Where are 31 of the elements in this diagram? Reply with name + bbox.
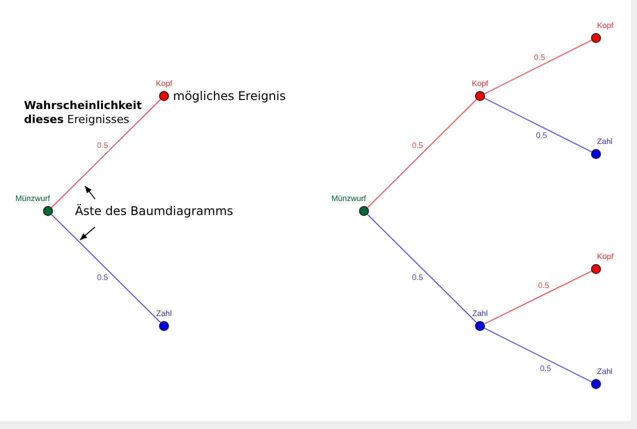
pointer-arrow (84, 186, 96, 200)
branch-line (367, 214, 477, 323)
edge-label: 0.5 (537, 281, 550, 291)
annotation-text: mögliches Ereignis (173, 89, 286, 103)
node-label: Zahl (472, 309, 488, 319)
edge-label: 0.5 (411, 141, 424, 151)
edge-label: 0.5 (535, 131, 548, 141)
node-label: Münzwurf (15, 194, 50, 204)
pointer-arrow (80, 226, 96, 240)
branch-line (51, 214, 161, 323)
node-label: Münzwurf (331, 194, 366, 204)
branch-line (51, 99, 161, 208)
edge-label: 0.5 (96, 141, 110, 151)
node-label: Zahl (596, 367, 613, 377)
edge-label: 0.5 (533, 53, 546, 63)
node-label: Kopf (156, 79, 172, 89)
node-label: Kopf (472, 79, 488, 89)
edge-label: 0.5 (411, 273, 424, 283)
branch-line (484, 270, 592, 324)
node-label: Kopf (596, 252, 614, 262)
edge-label: 0.5 (96, 273, 110, 283)
node-label: Kopf (596, 21, 614, 31)
edge-label: 0.5 (539, 364, 552, 374)
node-label: Zahl (596, 137, 613, 147)
annotation-text: Wahrscheinlichkeit dieses Ereignisses (24, 99, 142, 127)
branch-line (484, 98, 592, 152)
annotation-text: Äste des Baumdiagramms (75, 204, 234, 218)
branch-line (484, 328, 592, 382)
branch-line (367, 99, 477, 208)
branch-line (484, 40, 592, 94)
node-label: Zahl (156, 309, 172, 319)
